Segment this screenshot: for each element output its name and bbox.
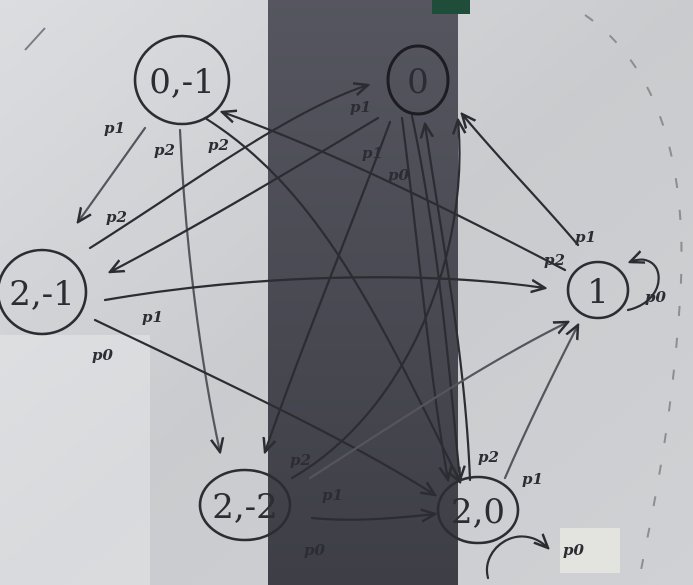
node-label: 2,-1 [9, 274, 75, 314]
edge-2m2-to-1 [308, 322, 568, 480]
edge-label: p1 [350, 98, 371, 116]
node-label: 2,-2 [212, 487, 278, 527]
edge-label: p1 [104, 119, 125, 137]
node-2-0: 2,0 [436, 475, 520, 545]
marker-cap [432, 0, 470, 14]
node-1: 1 [566, 260, 630, 320]
edge-2m2-to-20 [310, 514, 435, 520]
paper-corner [560, 528, 620, 573]
edge-label: p0 [92, 346, 113, 364]
node-label: 0 [407, 62, 429, 102]
edge-label: p1 [522, 470, 543, 488]
edge-20-to-0 [425, 124, 472, 482]
edges [78, 85, 660, 580]
edge-0-to-20-a [400, 116, 448, 480]
edge-0-to-20-b [410, 114, 460, 480]
edge-0m1-to-2m1 [78, 126, 147, 222]
dashed-arc [584, 14, 683, 576]
edge-labels: p1 p2 p2 p2 p1 p1 p0 p1 p2 p0 p2 p1 p0 p… [92, 98, 666, 559]
node-0: 0 [386, 44, 450, 116]
edge-label: p2 [544, 251, 565, 269]
edge-20-self-loop [485, 536, 548, 580]
edge-1-to-0m1 [222, 112, 567, 272]
edge-2m1-to-1 [103, 276, 545, 302]
edge-label: p1 [575, 228, 596, 246]
edge-label: p0 [388, 166, 409, 184]
edge-1-to-0 [462, 114, 580, 247]
edge-label: p0 [304, 541, 325, 559]
edge-label: p1 [322, 486, 343, 504]
bottom-left-glare [0, 335, 150, 585]
edge-1-self-loop [626, 260, 660, 312]
corner-scribble [24, 27, 46, 51]
edge-label: p2 [154, 141, 175, 159]
edge-20-to-1 [503, 325, 578, 480]
edge-2m1-to-0 [88, 85, 368, 250]
edge-0m1-to-2m2 [178, 128, 220, 452]
node-2-m1: 2,-1 [0, 248, 88, 336]
edge-0-to-2m1 [110, 116, 380, 272]
node-label: 0,-1 [149, 62, 215, 102]
edge-0-to-2m2 [265, 120, 392, 452]
edge-label: p2 [290, 451, 311, 469]
node-label: 2,0 [451, 492, 505, 532]
edge-0m1-to-20 [203, 116, 460, 482]
edge-label: p2 [106, 208, 127, 226]
edge-label: p0 [563, 541, 584, 559]
node-2-m2: 2,-2 [198, 468, 292, 542]
edge-2m2-to-0 [290, 120, 460, 480]
edge-label: p1 [362, 144, 383, 162]
edge-label: p0 [645, 288, 666, 306]
edge-label: p1 [142, 308, 163, 326]
edge-label: p2 [208, 136, 229, 154]
node-0-m1: 0,-1 [133, 34, 231, 126]
edge-label: p2 [478, 448, 499, 466]
node-label: 1 [587, 272, 609, 312]
